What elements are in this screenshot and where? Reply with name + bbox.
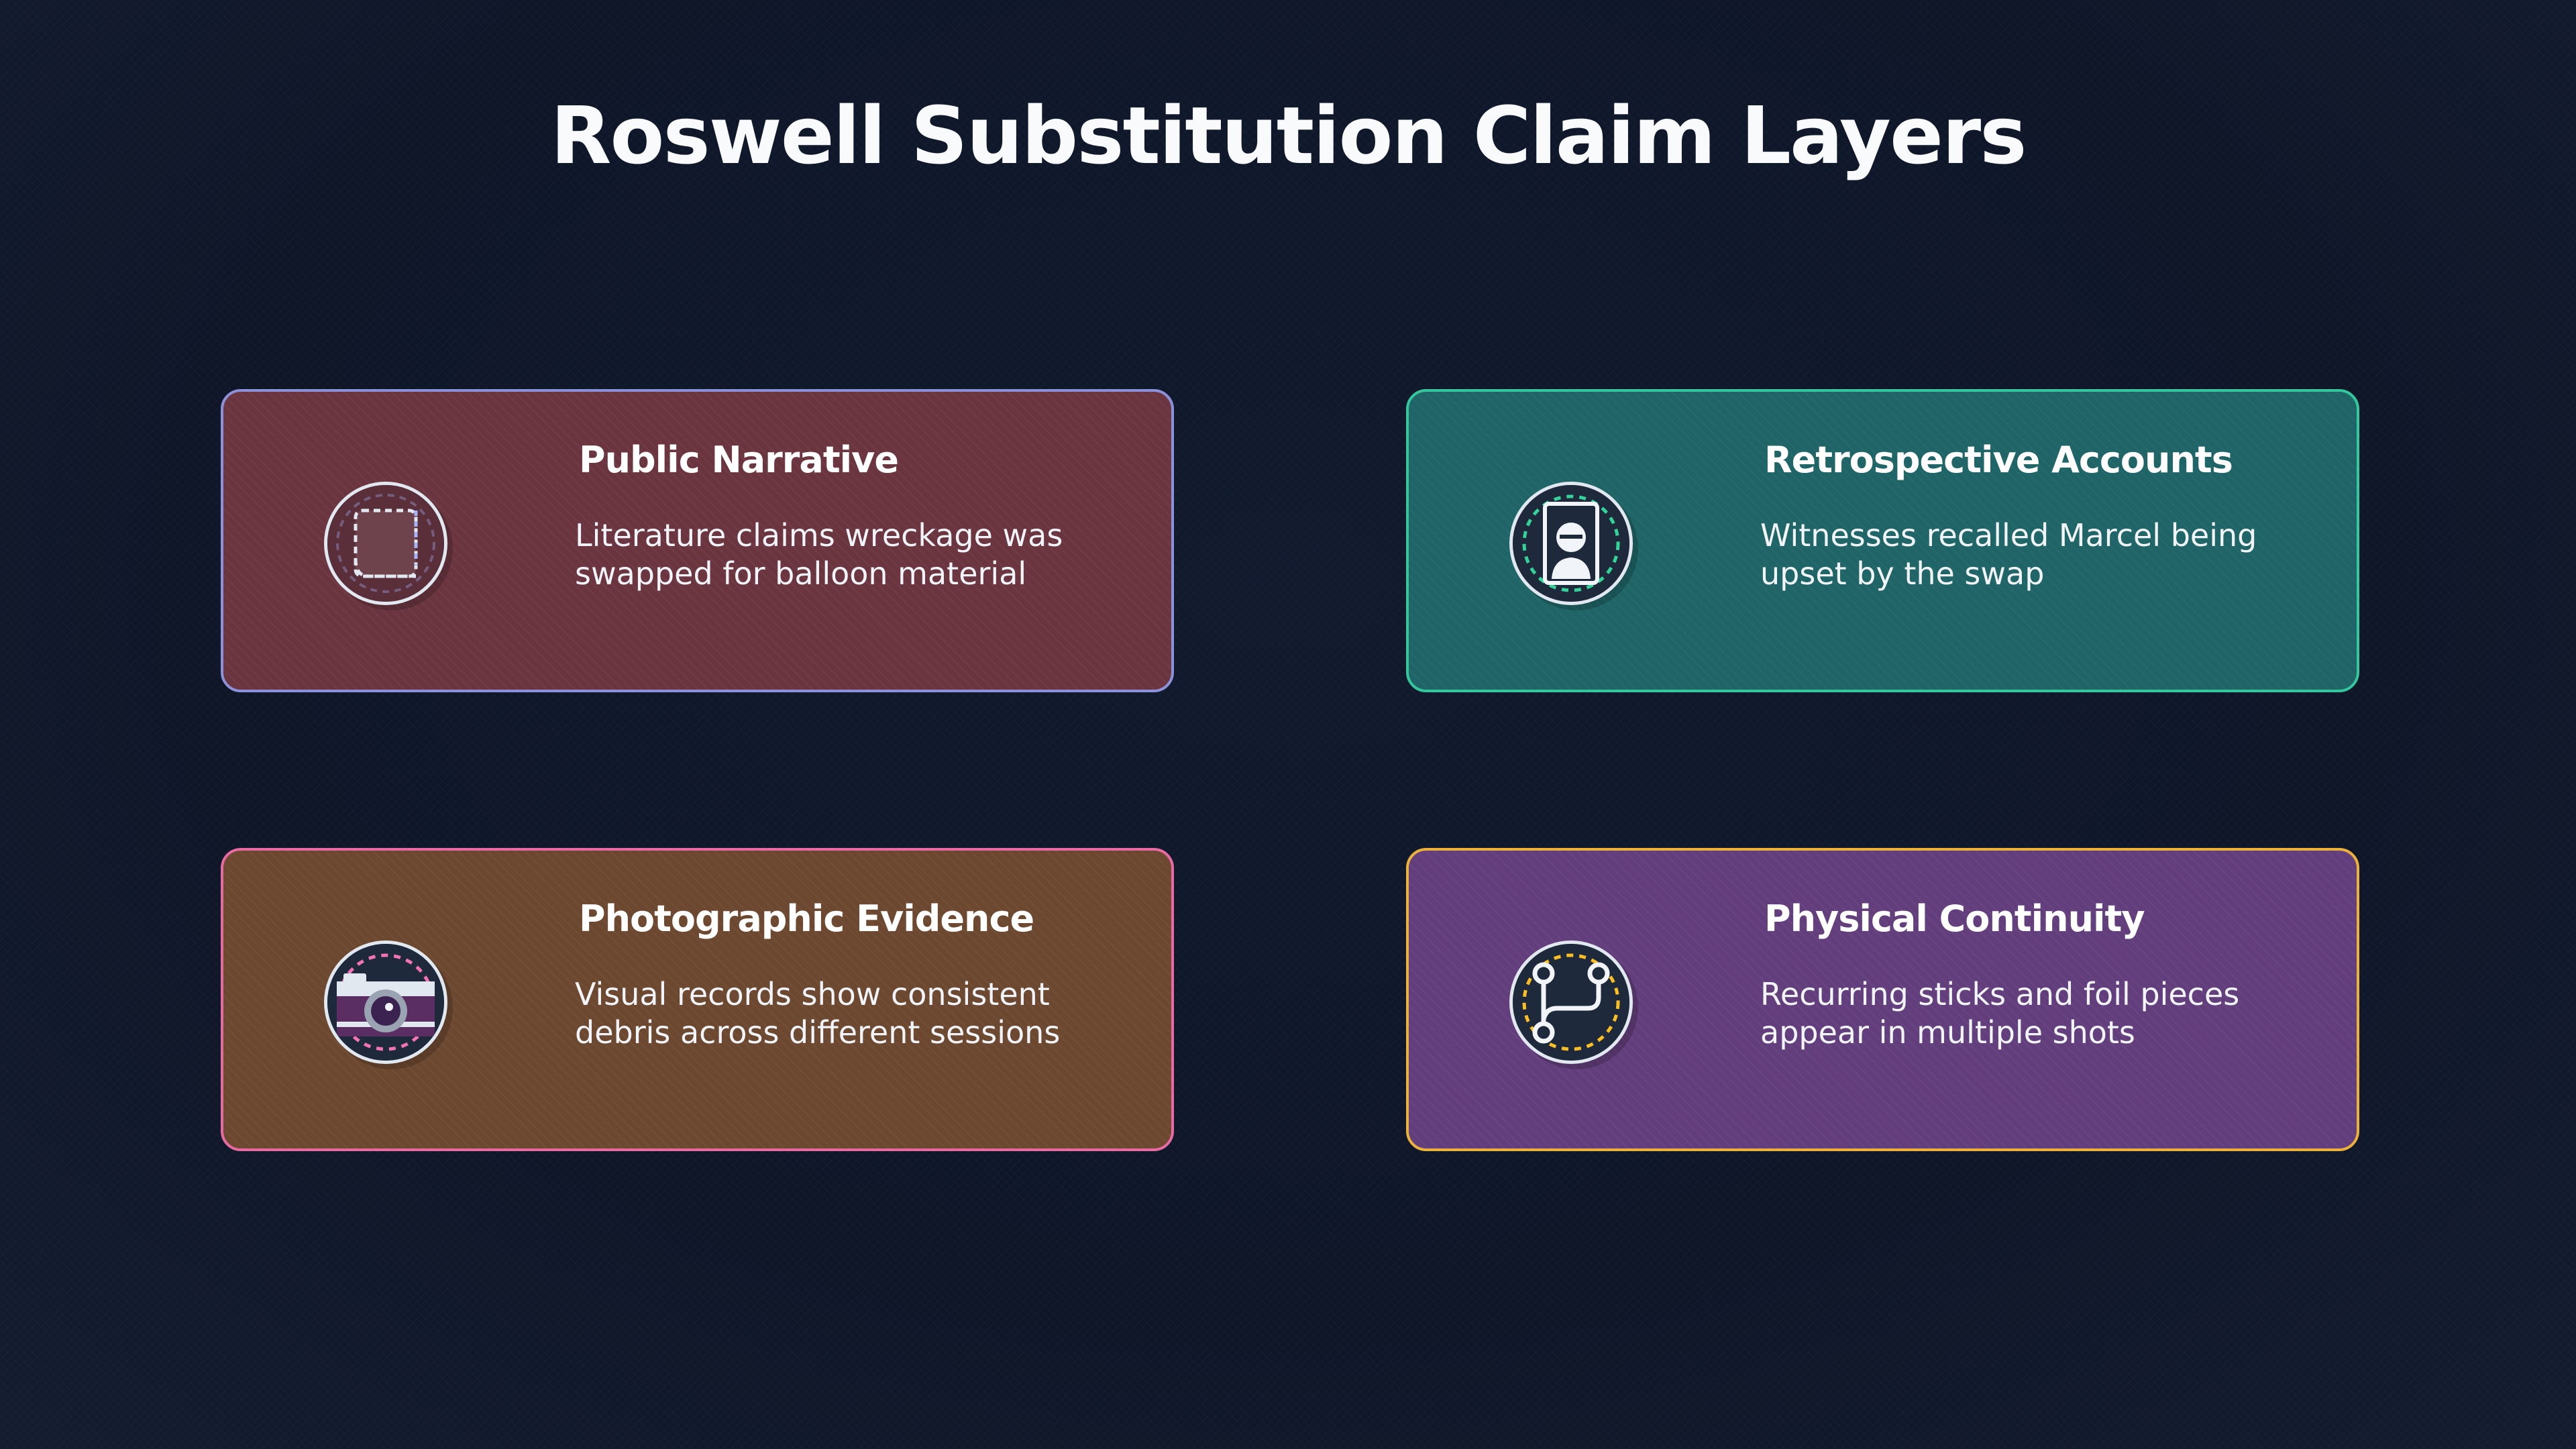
card-text: Visual records show consistent debris ac… <box>575 976 1061 1051</box>
card-title: Physical Continuity <box>1764 898 2145 940</box>
document-swap-icon <box>324 482 447 605</box>
camera-icon <box>324 941 447 1064</box>
card-retrospective-accounts: Retrospective Accounts Witnesses recalle… <box>1406 389 2359 692</box>
card-photographic-evidence: Photographic Evidence Visual records sho… <box>221 848 1174 1151</box>
card-title: Photographic Evidence <box>579 898 1034 940</box>
card-text: Literature claims wreckage was swapped f… <box>575 517 1063 592</box>
card-public-narrative: Public Narrative Literature claims wreck… <box>221 389 1174 692</box>
card-text: Recurring sticks and foil pieces appear … <box>1760 976 2240 1051</box>
branch-connection-icon <box>1509 941 1633 1064</box>
card-title: Public Narrative <box>579 439 899 481</box>
card-text: Witnesses recalled Marcel being upset by… <box>1760 517 2257 592</box>
page-title: Roswell Substitution Claim Layers <box>550 89 2027 182</box>
person-portrait-icon <box>1509 482 1633 605</box>
card-title: Retrospective Accounts <box>1764 439 2233 481</box>
card-physical-continuity: Physical Continuity Recurring sticks and… <box>1406 848 2359 1151</box>
